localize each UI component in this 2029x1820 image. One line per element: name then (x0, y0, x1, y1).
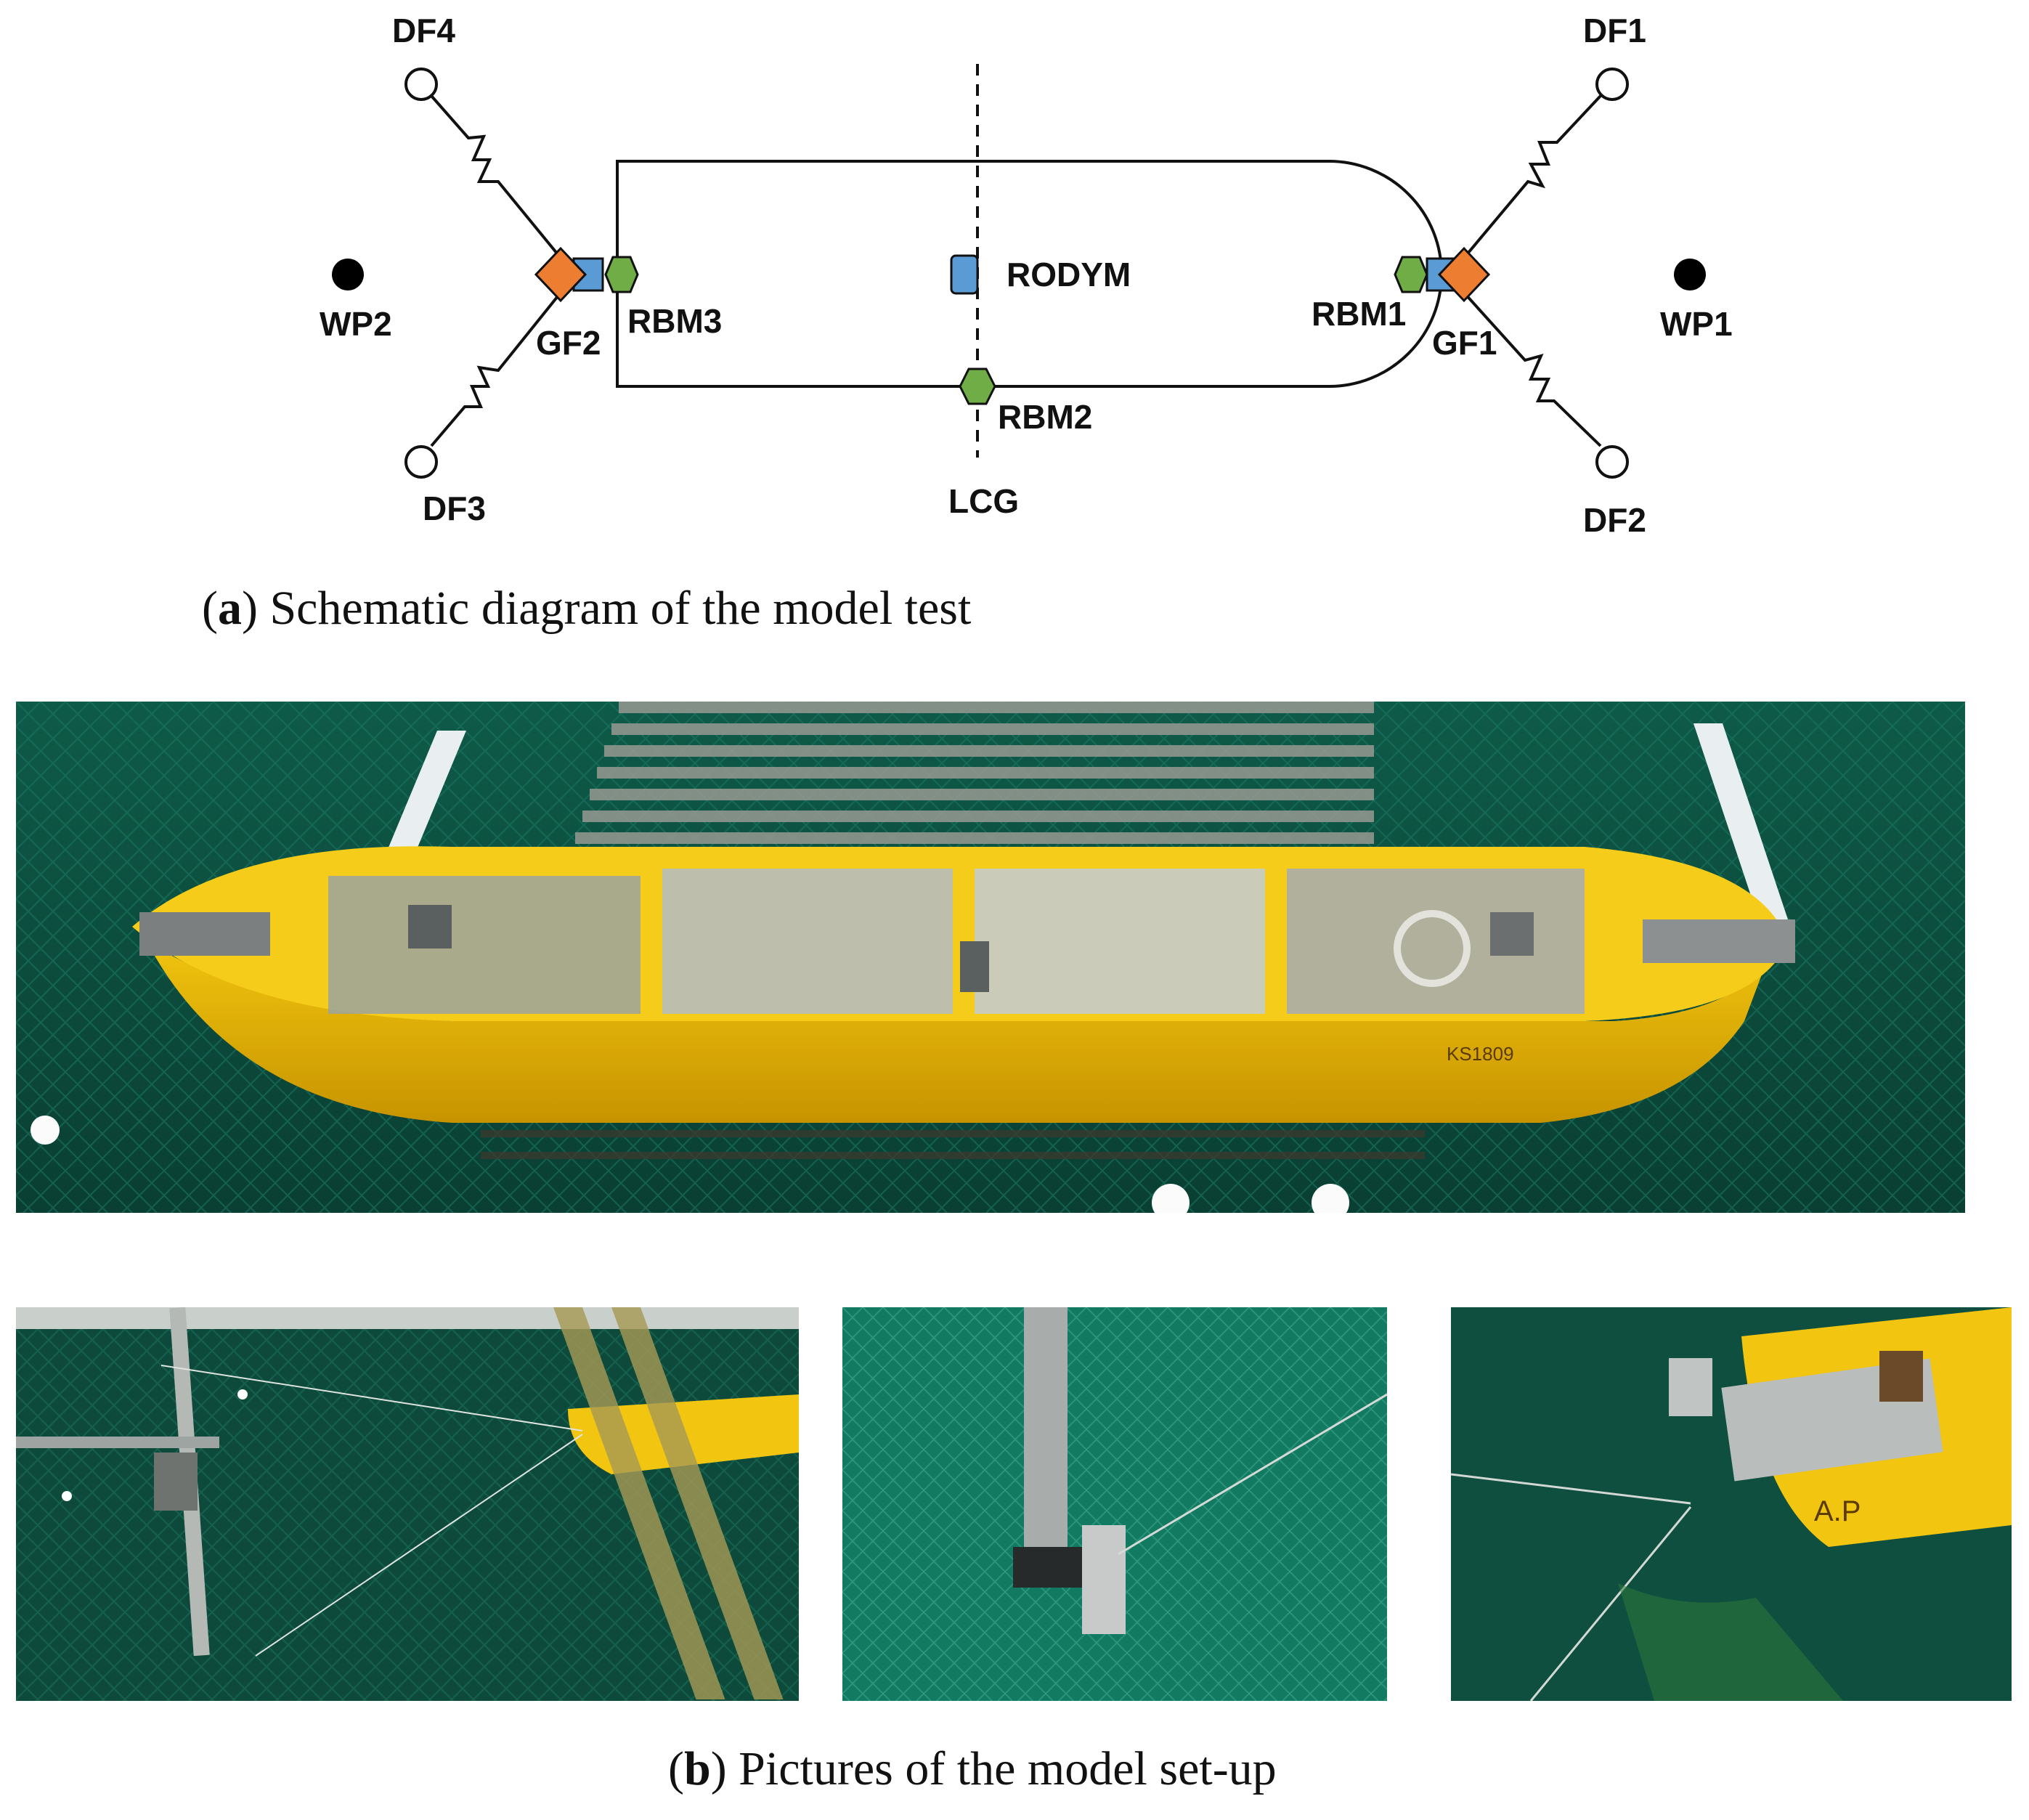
mooring-line-df1 (1463, 94, 1602, 259)
caption-b-text: ) Pictures of the model set-up (710, 1742, 1277, 1795)
rbm2-label: RBM2 (998, 398, 1092, 436)
hatch-cover (662, 869, 953, 1014)
hatch-cover (328, 876, 641, 1014)
gf2-marker (534, 246, 587, 303)
df1-label: DF1 (1583, 12, 1646, 49)
df2-marker (1595, 445, 1629, 479)
wp2-marker (332, 259, 364, 291)
rbm1-label: RBM1 (1312, 295, 1406, 333)
gf1-marker (1437, 246, 1491, 303)
rodym-marker (950, 254, 979, 295)
df1-marker (1595, 68, 1629, 101)
df3-marker (404, 445, 438, 479)
caption-b: (b) Pictures of the model set-up (668, 1742, 1277, 1795)
wp1-marker (1674, 259, 1706, 291)
gf2-label: GF2 (536, 324, 601, 362)
rbm2-marker (959, 367, 996, 405)
caption-a-text: ) Schematic diagram of the model test (241, 582, 972, 635)
photo-detail-load-cell (842, 1307, 1387, 1701)
hatch-cover (975, 869, 1265, 1014)
mooring-line-df2 (1463, 291, 1602, 447)
rodym-label: RODYM (1007, 256, 1131, 293)
mooring-line-df3 (430, 291, 562, 447)
caption-b-letter: b (683, 1742, 711, 1795)
wp2-label: WP2 (320, 305, 392, 343)
rbm3-marker (604, 256, 639, 293)
hatch-cover (1287, 869, 1585, 1014)
photo-detail-mooring-left (16, 1307, 799, 1701)
schematic-diagram: DF4 DF3 DF1 DF2 WP2 WP1 GF2 GF1 RBM3 RBM… (320, 12, 1733, 539)
photo-model-top-view: KS1809 (16, 702, 1965, 1213)
df3-label: DF3 (423, 489, 486, 527)
caption-a: (a) Schematic diagram of the model test (202, 582, 972, 635)
df4-label: DF4 (392, 12, 455, 49)
df4-marker (404, 68, 438, 101)
photo-detail-stern-connection: A.P (1451, 1307, 2012, 1701)
rbm3-label: RBM3 (627, 302, 722, 340)
caption-a-letter: a (217, 582, 242, 635)
hull-mark: A.P (1814, 1495, 1861, 1527)
lcg-label: LCG (948, 482, 1019, 520)
hull-mark: KS1809 (1447, 1043, 1514, 1065)
wp1-label: WP1 (1660, 305, 1733, 343)
mooring-line-df4 (430, 94, 562, 259)
df2-label: DF2 (1583, 501, 1646, 539)
gf1-label: GF1 (1432, 324, 1497, 362)
rbm1-marker (1394, 256, 1428, 293)
